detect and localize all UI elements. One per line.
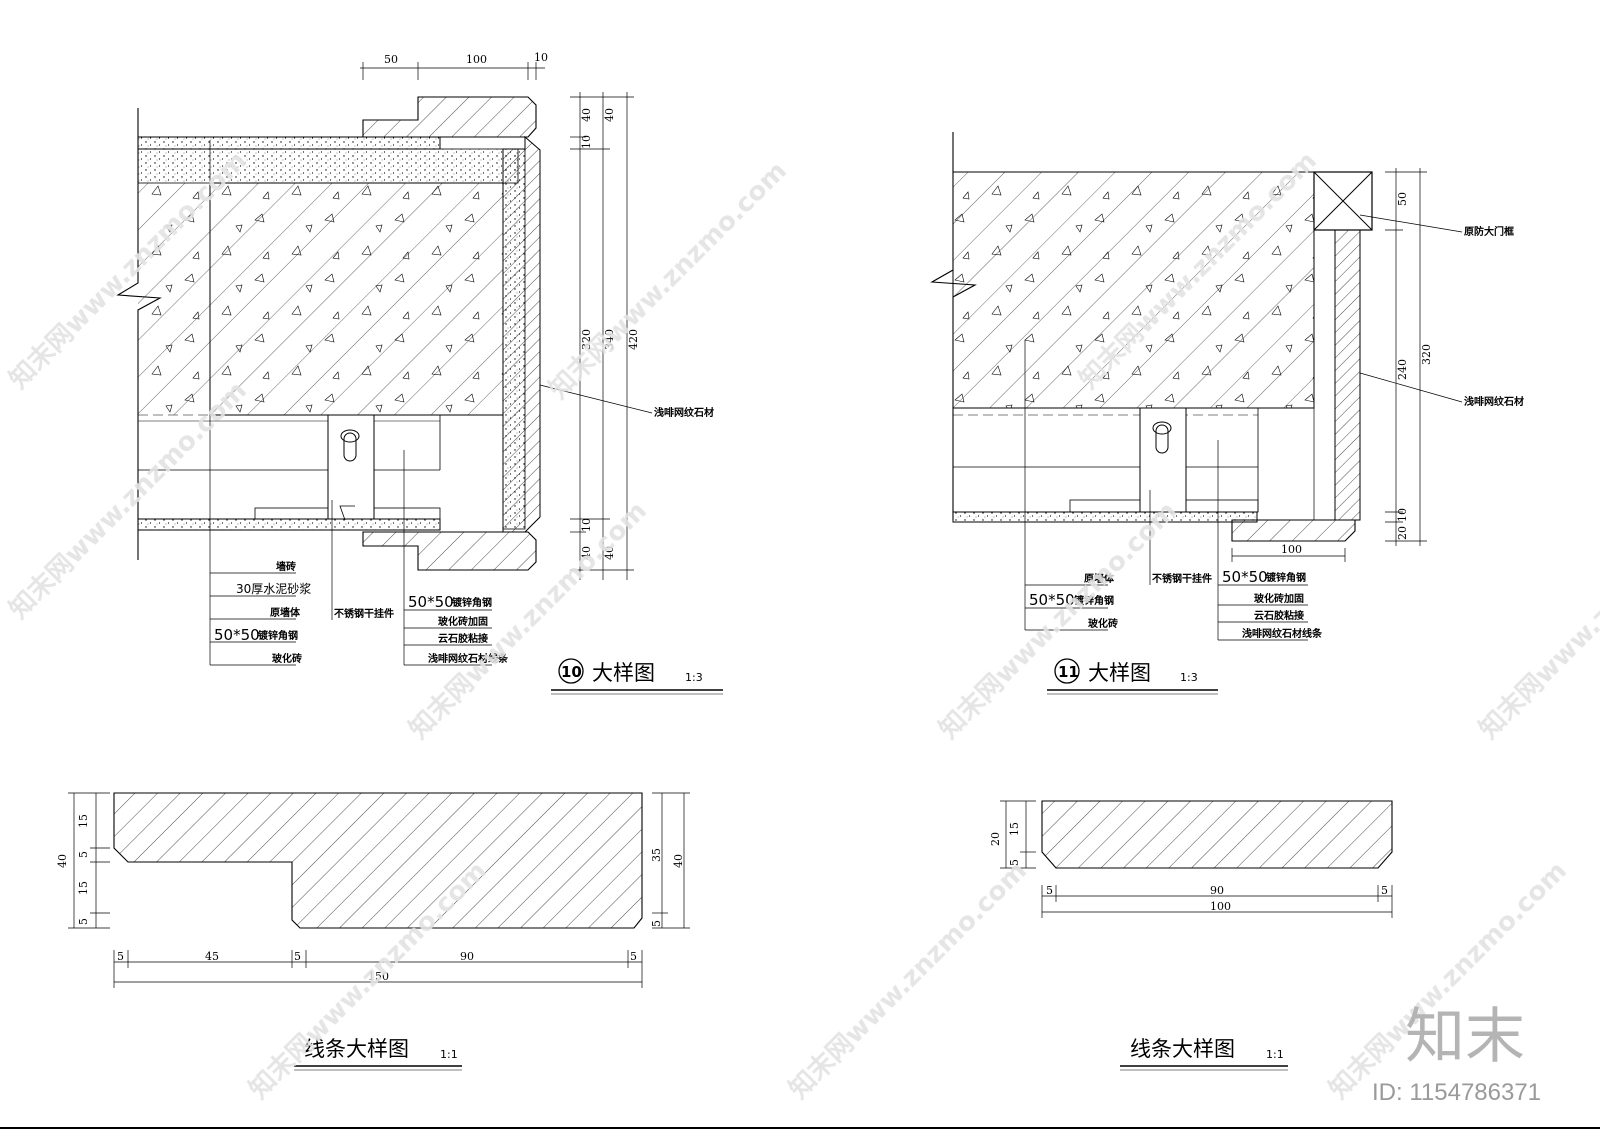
d10-steel-hanger [327, 414, 375, 520]
svg-text:5: 5 [1008, 859, 1021, 866]
d10-label-wall-tile: 墙砖 [276, 560, 296, 573]
svg-text:5: 5 [1381, 884, 1388, 897]
d11-label-stone-trim: 浅啡网纹石材线条 [1242, 627, 1323, 640]
svg-text:45: 45 [205, 950, 219, 963]
svg-text:5: 5 [117, 950, 124, 963]
detail-10-section: 墙砖 30厚水泥砂浆 原墙体 50*50 镀锌角钢 玻化砖 不锈钢干挂件 50*… [116, 51, 723, 695]
d11-label-angle-steel: 镀锌角钢 [1074, 594, 1114, 607]
svg-text:10: 10 [534, 51, 548, 64]
svg-text:40: 40 [672, 854, 685, 868]
d11-label-angle-steel-2: 镀锌角钢 [1266, 571, 1306, 584]
d10-callout-stone: 浅啡网纹石材 [654, 406, 714, 419]
d10-bottom-trim [362, 531, 537, 571]
brand-id: ID: 1154786371 [1372, 1079, 1541, 1106]
d11-steel-hanger [1139, 407, 1187, 513]
trim-profile-1: 15 5 15 5 40 35 5 40 5 45 5 90 5 150 线条大… [56, 792, 690, 1071]
profile1-scale: 1:1 [440, 1048, 458, 1061]
svg-text:100: 100 [1210, 900, 1231, 913]
svg-text:40: 40 [580, 108, 593, 122]
d10-label-hanger: 不锈钢干挂件 [334, 607, 394, 620]
svg-text:5: 5 [294, 950, 301, 963]
svg-text:35: 35 [650, 848, 663, 862]
svg-text:340: 340 [603, 329, 616, 350]
d10-title: 大样图 [592, 661, 655, 685]
d10-stone-panel [502, 135, 541, 533]
brand-logo: 知末 [1405, 1002, 1525, 1072]
d10-label-vitrified-tile: 玻化砖 [272, 652, 302, 665]
d10-label-mortar: 30厚水泥砂浆 [236, 581, 311, 596]
d11-stone-panel [1334, 229, 1361, 521]
svg-text:15: 15 [77, 814, 90, 828]
svg-text:10: 10 [580, 135, 593, 149]
svg-text:5: 5 [77, 851, 90, 858]
svg-text:90: 90 [460, 950, 474, 963]
d11-label-angle-size: 50*50 [1029, 591, 1075, 609]
svg-text:90: 90 [1210, 884, 1224, 897]
svg-text:5: 5 [630, 950, 637, 963]
d11-label-glue: 云石胶粘接 [1254, 609, 1304, 622]
svg-text:320: 320 [580, 329, 593, 350]
svg-text:420: 420 [627, 329, 640, 350]
d10-label-glue: 云石胶粘接 [438, 632, 488, 645]
d11-label-vitrified-tile: 玻化砖 [1088, 617, 1118, 630]
svg-text:知末网www.znzmo.com: 知末网www.znzmo.com [934, 496, 1183, 745]
profile2-title: 线条大样图 [1130, 1037, 1235, 1061]
svg-text:知末网www.znzmo.com: 知末网www.znzmo.com [4, 376, 253, 625]
svg-text:50: 50 [384, 53, 398, 66]
svg-text:20: 20 [1396, 526, 1409, 540]
d10-label-reinforce: 玻化砖加固 [438, 615, 488, 628]
d11-label-orig-wall: 原墙体 [1084, 572, 1115, 585]
d10-label-orig-wall: 原墙体 [270, 606, 301, 619]
d11-scale: 1:3 [1180, 671, 1198, 684]
svg-text:知末网www.znzmo.com: 知末网www.znzmo.com [544, 156, 793, 405]
svg-text:40: 40 [56, 854, 69, 868]
svg-text:40: 40 [603, 546, 616, 560]
d11-callout-door-frame: 原防大门框 [1464, 225, 1514, 238]
svg-text:知末网www.znzmo.com: 知末网www.znzmo.com [784, 856, 1033, 1105]
svg-text:5: 5 [1046, 884, 1053, 897]
d10-top-trim [362, 96, 537, 138]
svg-text:20: 20 [989, 832, 1002, 846]
d10-detail-number: 10 [561, 663, 582, 681]
trim-profile-2: 15 5 20 5 90 5 100 线条大样图 1:1 [989, 800, 1393, 1071]
profile2-scale: 1:1 [1266, 1048, 1284, 1061]
profile1-title: 线条大样图 [304, 1037, 409, 1061]
d10-scale: 1:3 [685, 671, 703, 684]
svg-text:240: 240 [1396, 359, 1409, 380]
svg-text:5: 5 [650, 920, 663, 927]
d11-title: 大样图 [1088, 661, 1151, 685]
d11-label-angle-size-2: 50*50 [1222, 568, 1268, 586]
profile2-shape [1041, 800, 1393, 869]
d11-callout-stone: 浅啡网纹石材 [1464, 395, 1524, 408]
svg-text:10: 10 [1396, 508, 1409, 522]
svg-text:10: 10 [580, 518, 593, 532]
d10-label-angle-steel: 镀锌角钢 [258, 629, 298, 642]
d10-label-stone-trim: 浅啡网纹石材线条 [428, 652, 509, 665]
svg-text:15: 15 [1008, 822, 1021, 836]
svg-text:40: 40 [603, 108, 616, 122]
svg-text:150: 150 [368, 970, 389, 983]
svg-text:5: 5 [77, 918, 90, 925]
svg-text:知末网www.znzmo.com: 知末网www.znzmo.com [1474, 496, 1600, 745]
svg-text:15: 15 [77, 881, 90, 895]
d10-label-angle-steel-2: 镀锌角钢 [452, 596, 492, 609]
d11-label-hanger: 不锈钢干挂件 [1152, 572, 1212, 585]
d11-detail-number: 11 [1058, 663, 1079, 681]
d10-label-angle-size: 50*50 [214, 626, 260, 644]
svg-text:320: 320 [1420, 344, 1433, 365]
d11-label-reinforce: 玻化砖加固 [1254, 592, 1304, 605]
d10-label-angle-size-2: 50*50 [408, 593, 454, 611]
svg-text:100: 100 [1281, 543, 1302, 556]
svg-text:100: 100 [466, 53, 487, 66]
svg-text:50: 50 [1396, 192, 1409, 206]
d11-bottom-trim [1231, 519, 1356, 542]
detail-11-section: 原墙体 50*50 镀锌角钢 玻化砖 不锈钢干挂件 50*50 镀锌角钢 玻化砖… [930, 132, 1524, 695]
svg-text:40: 40 [580, 546, 593, 560]
profile1-shape [113, 792, 643, 929]
